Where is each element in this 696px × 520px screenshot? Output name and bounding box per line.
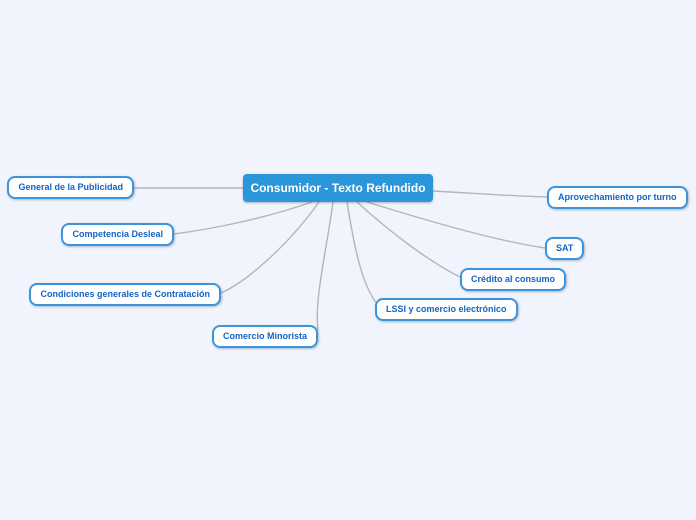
node-lssi-y-comercio-electronico[interactable]: LSSI y comercio electrónico [375,298,518,321]
node-general-de-la-publicidad[interactable]: General de la Publicidad [7,176,134,199]
edge-to-comercio-minorista [316,201,334,331]
node-credito-al-consumo[interactable]: Crédito al consumo [460,268,567,291]
edge-to-competencia-desleal [173,201,313,235]
edge-to-lssi [346,201,378,305]
edge-to-sat [366,201,546,249]
edge-to-aprovechamiento-por-turno [432,190,548,198]
node-comercio-minorista[interactable]: Comercio Minorista [211,325,318,348]
node-sat[interactable]: SAT [545,237,585,260]
root-node-consumidor-texto-refundido[interactable]: Consumidor - Texto Refundido [243,174,433,202]
edge-to-credito-al-consumo [356,201,461,278]
edge-to-condiciones-generales [220,201,320,294]
node-aprovechamiento-por-turno[interactable]: Aprovechamiento por turno [547,186,688,209]
node-condiciones-generales-de-contratacion[interactable]: Condiciones generales de Contratación [29,283,221,306]
node-competencia-desleal[interactable]: Competencia Desleal [61,223,174,246]
